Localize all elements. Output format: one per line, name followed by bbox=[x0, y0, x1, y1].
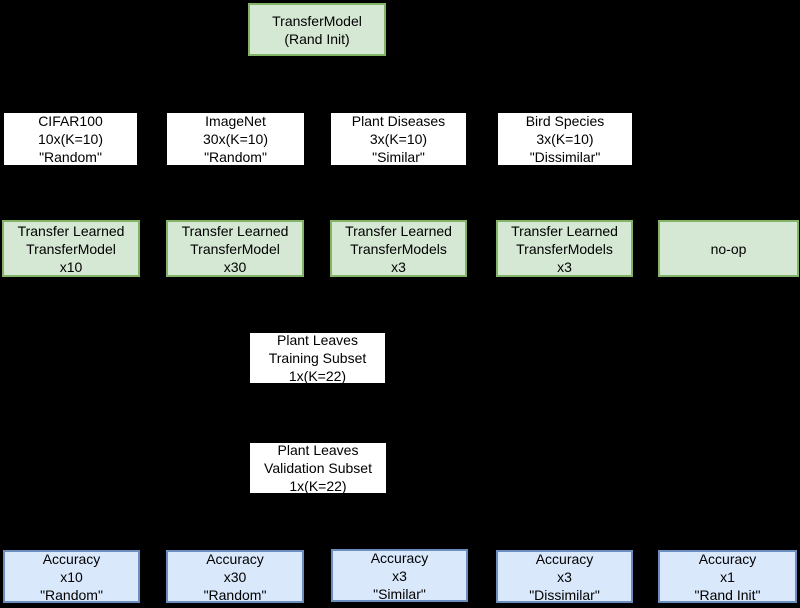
node-transfermodel-randinit: TransferModel (Rand Init) bbox=[248, 3, 386, 56]
node-dataset-bird-species: Bird Species 3x(K=10) "Dissimilar" bbox=[497, 112, 633, 166]
node-accuracy-x1-randinit: Accuracy x1 "Rand Init" bbox=[658, 550, 797, 603]
node-accuracy-x30-random: Accuracy x30 "Random" bbox=[166, 550, 304, 603]
node-no-op: no-op bbox=[658, 220, 799, 277]
node-transfer-learned-x30: Transfer Learned TransferModel x30 bbox=[166, 220, 304, 277]
node-plant-leaves-training-subset: Plant Leaves Training Subset 1x(K=22) bbox=[249, 332, 386, 384]
node-dataset-imagenet: ImageNet 30x(K=10) "Random" bbox=[166, 112, 305, 166]
node-transfer-learned-x10: Transfer Learned TransferModel x10 bbox=[2, 220, 140, 277]
node-transfer-learned-x3-dissimilar: Transfer Learned TransferModels x3 bbox=[496, 220, 633, 277]
node-plant-leaves-validation-subset: Plant Leaves Validation Subset 1x(K=22) bbox=[249, 442, 387, 494]
node-accuracy-x3-dissimilar: Accuracy x3 "Dissimilar" bbox=[496, 550, 633, 603]
node-dataset-cifar100: CIFAR100 10x(K=10) "Random" bbox=[3, 112, 138, 166]
node-transfer-learned-x3-similar: Transfer Learned TransferModels x3 bbox=[330, 220, 467, 277]
node-dataset-plant-diseases: Plant Diseases 3x(K=10) "Similar" bbox=[330, 112, 467, 166]
node-accuracy-x3-similar: Accuracy x3 "Similar" bbox=[331, 549, 468, 602]
node-accuracy-x10-random: Accuracy x10 "Random" bbox=[3, 550, 140, 603]
